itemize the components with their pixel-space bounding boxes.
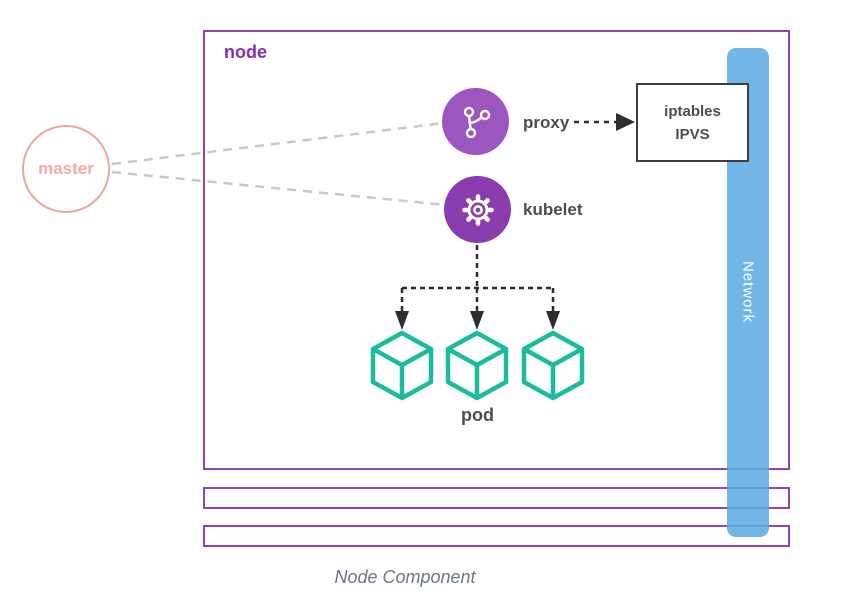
gear-icon	[461, 193, 494, 226]
pod-arrowhead-3	[546, 311, 560, 330]
proxy-label: proxy	[523, 113, 570, 132]
git-branch-icon	[463, 106, 490, 138]
pod-arrowhead-1	[395, 311, 409, 330]
cube-icon	[370, 330, 434, 401]
node-stack-bar-2	[203, 525, 790, 547]
kubelet-to-pods-connector	[400, 245, 555, 311]
cube-icon	[521, 330, 585, 401]
kubelet-circle	[444, 176, 511, 243]
master-label: master	[38, 159, 94, 178]
diagram-caption: Node Component	[334, 567, 476, 587]
iptables-label: iptables	[664, 102, 721, 120]
pod-label: pod	[461, 405, 494, 425]
proxy-to-iptables-arrowhead	[616, 113, 635, 131]
proxy-circle	[442, 88, 509, 155]
master-to-proxy-connector	[111, 121, 445, 166]
master-to-kubelet-connector	[111, 170, 447, 207]
cube-icon	[445, 330, 509, 401]
master-circle: master	[22, 125, 110, 213]
node-stack-bar-1	[203, 487, 790, 509]
kubelet-label: kubelet	[523, 200, 583, 219]
pod-arrowhead-2	[470, 311, 484, 330]
iptables-box: iptables IPVS	[636, 83, 749, 162]
node-label: node	[224, 42, 267, 62]
network-label: Network	[739, 261, 757, 324]
ipvs-label: IPVS	[675, 125, 710, 143]
node-box: node	[203, 30, 790, 470]
